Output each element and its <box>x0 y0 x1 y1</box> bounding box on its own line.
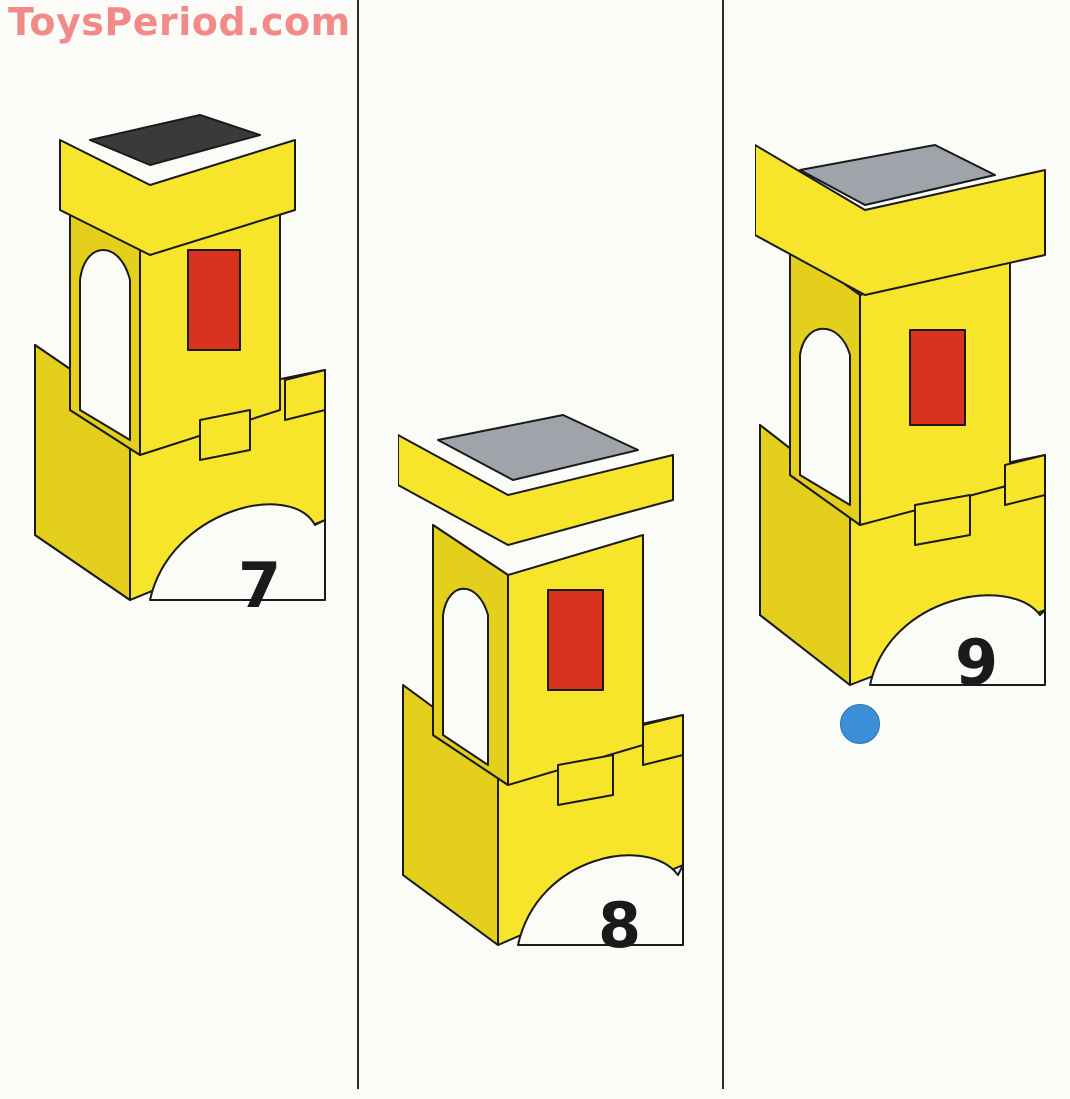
step-7-panel <box>30 80 330 610</box>
watermark-logo: ToysPeriod.com <box>8 0 351 44</box>
blue-dot-marker <box>840 704 880 744</box>
step-7-number: 7 <box>238 549 282 622</box>
panel-divider-left <box>357 0 359 1089</box>
step-8-panel <box>398 385 688 950</box>
step-9-tower-illustration <box>755 144 1046 686</box>
step-9-number: 9 <box>955 626 999 699</box>
panel-divider-right <box>722 0 724 1089</box>
step-7-tower-illustration <box>34 114 326 601</box>
step-8-tower-illustration <box>398 414 684 946</box>
step-9-panel <box>755 95 1050 695</box>
step-8-number: 8 <box>598 889 642 962</box>
